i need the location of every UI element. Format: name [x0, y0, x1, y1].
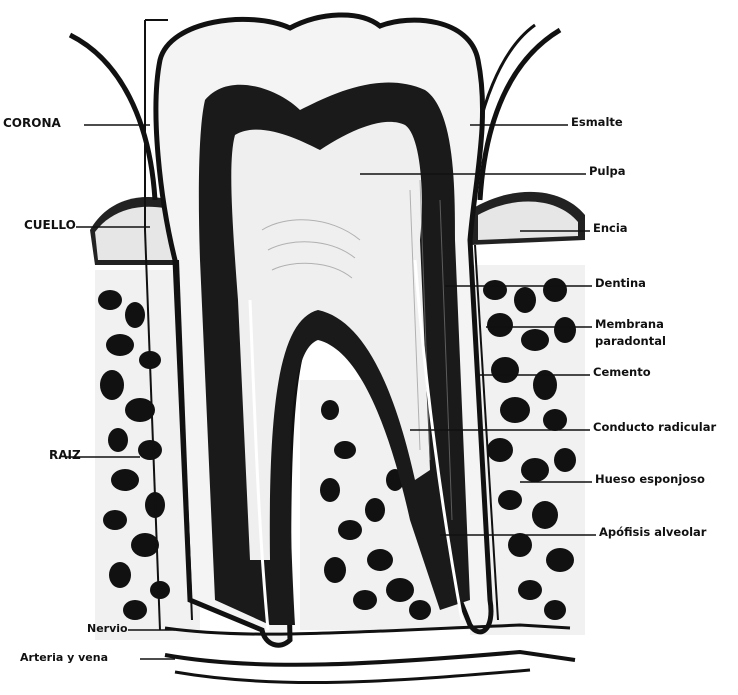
label-cuello: CUELLO	[24, 219, 76, 231]
label-apofisis-alveolar: Apófisis alveolar	[599, 527, 706, 539]
bone-marrow-space	[543, 409, 567, 431]
bone-marrow-space	[521, 458, 549, 482]
bone-marrow-space	[487, 313, 513, 337]
bone-marrow-space	[338, 520, 362, 540]
label-conducto-radicular: Conducto radicular	[593, 422, 716, 434]
label-hueso-esponjoso: Hueso esponjoso	[595, 474, 705, 486]
bone-marrow-space	[108, 428, 128, 452]
bone-marrow-space	[123, 600, 147, 620]
bone-marrow-space	[554, 448, 576, 472]
bone-marrow-space	[109, 562, 131, 588]
bone-marrow-space	[386, 578, 414, 602]
bone-marrow-space	[532, 501, 558, 529]
bone-marrow-space	[103, 510, 127, 530]
bone-marrow-space	[546, 548, 574, 572]
bone-marrow-space	[508, 533, 532, 557]
gingiva-outline-left	[70, 35, 155, 200]
bone-marrow-space	[543, 278, 567, 302]
label-cemento: Cemento	[593, 367, 651, 379]
bone-marrow-space	[334, 441, 356, 459]
label-dentina: Dentina	[595, 278, 646, 290]
bone-marrow-space	[491, 357, 519, 383]
artery-vein-line	[165, 652, 575, 665]
bone-marrow-space	[487, 438, 513, 462]
label-nervio: Nervio	[87, 623, 128, 634]
bone-marrow-space	[131, 533, 159, 557]
label-corona: CORONA	[3, 117, 61, 129]
bone-marrow-space	[500, 397, 530, 423]
label-pulpa: Pulpa	[589, 166, 626, 178]
bone-marrow-space	[483, 280, 507, 300]
label-esmalte: Esmalte	[571, 117, 623, 129]
bone-marrow-space	[125, 302, 145, 328]
label-membrana: Membrana	[595, 319, 664, 331]
bone-marrow-space	[324, 557, 346, 583]
bone-marrow-space	[138, 440, 162, 460]
bone-marrow-space	[409, 600, 431, 620]
bone-marrow-space	[100, 370, 124, 400]
bone-marrow-space	[498, 490, 522, 510]
label-raiz: RAIZ	[49, 449, 81, 461]
bone-marrow-space	[111, 469, 139, 491]
bone-marrow-space	[106, 334, 134, 356]
bone-marrow-space	[518, 580, 542, 600]
bone-marrow-space	[367, 549, 393, 571]
bone-marrow-space	[554, 317, 576, 343]
bone-marrow-space	[98, 290, 122, 310]
label-encia: Encia	[593, 223, 628, 235]
label-paradontal: paradontal	[595, 336, 666, 348]
bone-marrow-space	[544, 600, 566, 620]
artery-vein-line-2	[175, 670, 530, 683]
bone-marrow-space	[353, 590, 377, 610]
bone-marrow-space	[521, 329, 549, 351]
bone-marrow-space	[150, 581, 170, 599]
bone-marrow-space	[514, 287, 536, 313]
bone-marrow-space	[321, 400, 339, 420]
bone-marrow-space	[320, 478, 340, 502]
bone-marrow-space	[365, 498, 385, 522]
label-arteria-vena: Arteria y vena	[20, 652, 108, 663]
